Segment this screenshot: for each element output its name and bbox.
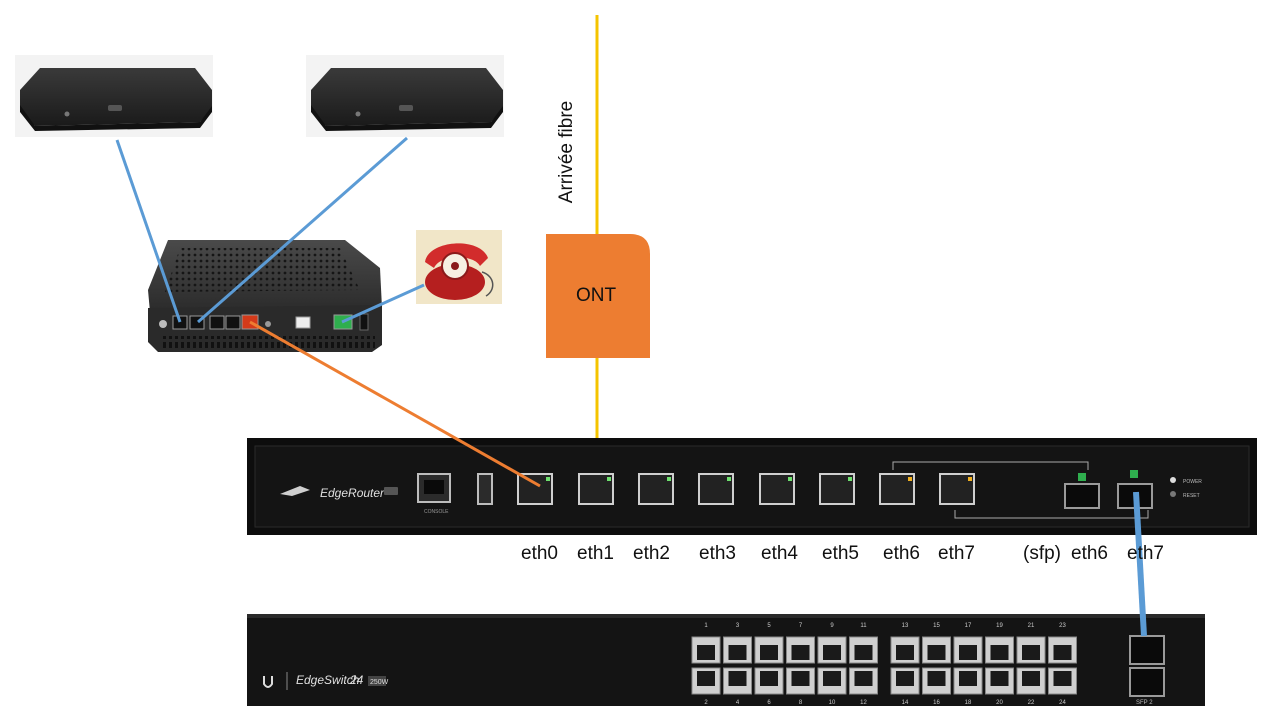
ont-label: ONT	[575, 285, 617, 306]
switch-port-socket	[728, 645, 747, 660]
switch-port-socket	[959, 645, 977, 660]
reset-label: RESET	[1183, 493, 1200, 499]
switch-model: 24	[349, 673, 364, 687]
ont-box	[546, 234, 650, 358]
switch-port-socket	[728, 671, 747, 686]
switch-port-socket	[896, 671, 914, 686]
eth-label-eth6: eth6	[883, 543, 920, 564]
edgerouter: EdgeRouter	[247, 438, 1257, 535]
switch-port-number: 17	[965, 623, 972, 629]
telephone-icon	[416, 230, 502, 304]
switch-port-socket	[791, 671, 810, 686]
switch-port	[1048, 636, 1077, 664]
isp-box	[148, 240, 382, 352]
switch-port-number: 6	[767, 700, 771, 706]
switch-port-number: 8	[799, 700, 803, 706]
switch-port-socket	[1053, 645, 1072, 660]
eth-label-eth1: eth1	[577, 543, 614, 564]
switch-port-socket	[823, 671, 841, 686]
switch-port-number: 7	[799, 623, 803, 629]
eth-label-eth4: eth4	[761, 543, 798, 564]
switch-sfp-label: SFP 2	[1136, 700, 1153, 706]
router-brand: EdgeRouter	[320, 486, 385, 500]
switch-port-socket	[823, 645, 841, 660]
switch-port-socket	[760, 671, 778, 686]
switch-port-socket	[760, 645, 778, 660]
edgeswitch: EdgeSwitch 24 250W 123456789101112131415…	[247, 614, 1205, 706]
console-label: CONSOLE	[424, 509, 449, 515]
switch-port-number: 16	[933, 700, 940, 706]
switch-port-socket	[927, 645, 946, 660]
switch-port-socket	[1053, 671, 1072, 686]
cable-box-to-eth0	[249, 320, 541, 488]
eth-label-sfp-eth6: eth6	[1071, 543, 1108, 564]
switch-port-socket	[697, 671, 715, 686]
switch-port-number: 11	[860, 623, 867, 629]
power-label: POWER	[1183, 479, 1202, 485]
switch-brand: EdgeSwitch	[296, 673, 360, 687]
switch-port-number: 18	[965, 700, 972, 706]
switch-port-number: 12	[860, 700, 867, 706]
switch-badge: 250W	[370, 679, 389, 686]
switch-port-socket	[854, 671, 873, 686]
eth-label-eth7: eth7	[938, 543, 975, 564]
fibre-label: Arrivée fibre	[556, 100, 577, 204]
eth-label-eth5: eth5	[822, 543, 859, 564]
cable-eth7-to-switch-sfp	[1133, 491, 1147, 637]
switch-port-socket	[697, 645, 715, 660]
switch-port-socket	[854, 645, 873, 660]
switch-port-socket	[990, 671, 1009, 686]
eth-label-eth2: eth2	[633, 543, 670, 564]
eth-label-eth0: eth0	[521, 543, 558, 564]
switch-port-number: 5	[767, 623, 771, 629]
switch-port-number: 4	[736, 700, 740, 706]
switch-port-socket	[959, 671, 977, 686]
cable-stb1-to-box	[115, 139, 182, 323]
switch-port-number: 22	[1028, 700, 1035, 706]
set-top-box-2	[306, 55, 504, 137]
switch-port-number: 10	[829, 700, 836, 706]
eth-label-eth3: eth3	[699, 543, 736, 564]
switch-port-number: 19	[996, 623, 1003, 629]
switch-port-number: 24	[1059, 700, 1066, 706]
switch-port-socket	[896, 645, 914, 660]
switch-port-socket	[990, 645, 1009, 660]
cable-phone-to-box	[341, 283, 425, 324]
cable-stb2-to-box	[197, 136, 408, 324]
eth-label-sfp-eth7: eth7	[1127, 543, 1164, 564]
switch-port-socket	[1022, 645, 1040, 660]
switch-port-number: 13	[902, 623, 909, 629]
set-top-box-1	[15, 55, 213, 137]
switch-port-socket	[791, 645, 810, 660]
switch-port-number: 20	[996, 700, 1003, 706]
switch-port-number: 15	[933, 623, 940, 629]
switch-port-number: 14	[902, 700, 909, 706]
switch-port-number: 23	[1059, 623, 1066, 629]
switch-port-socket	[1022, 671, 1040, 686]
eth-label-sfp: (sfp)	[1023, 543, 1061, 564]
switch-port-number: 1	[704, 623, 708, 629]
switch-port-number: 9	[830, 623, 834, 629]
switch-port-number: 2	[704, 700, 708, 706]
switch-port-number: 3	[736, 623, 740, 629]
switch-port-socket	[927, 671, 946, 686]
switch-port-number: 21	[1028, 623, 1035, 629]
